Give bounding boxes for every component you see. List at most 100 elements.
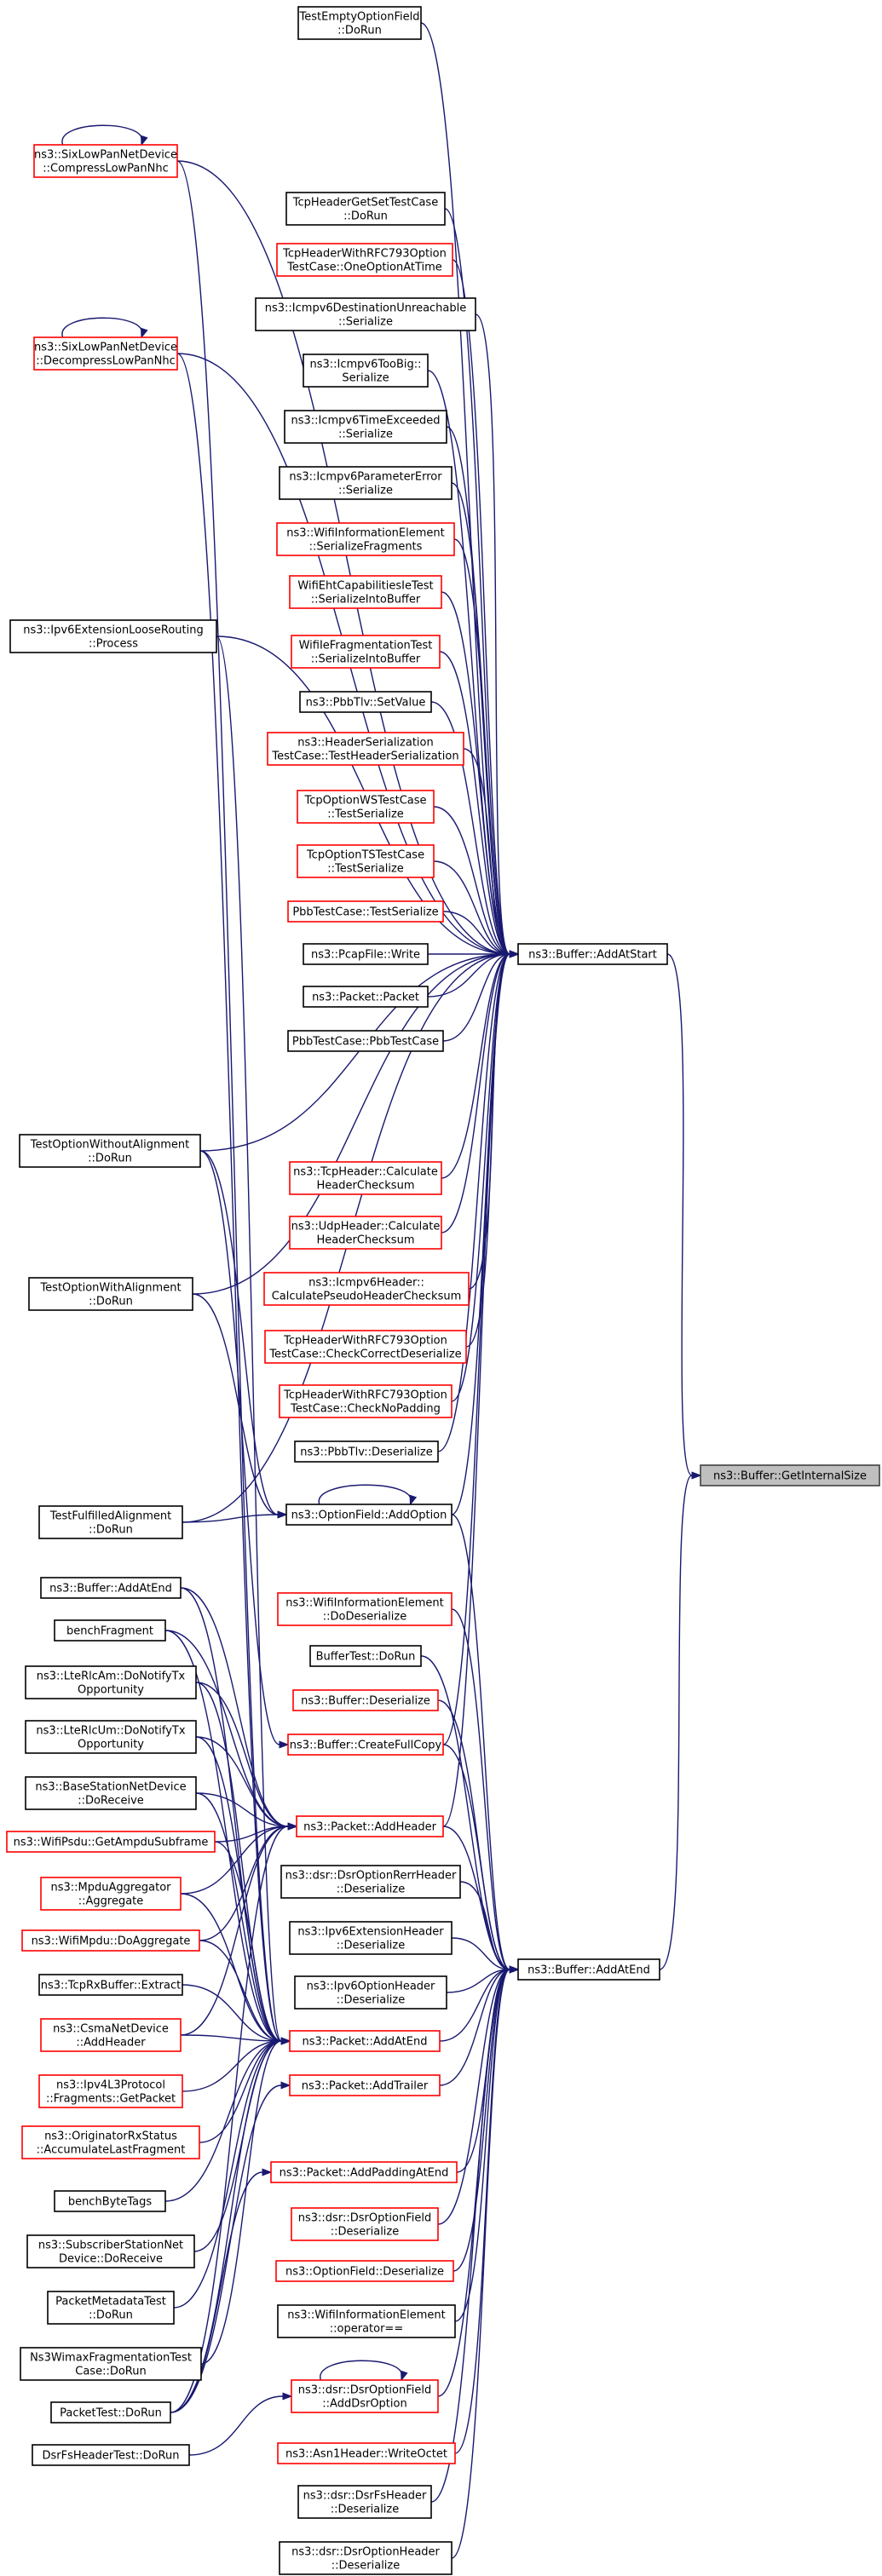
node-label: ns3::LteRlcUm::DoNotifyTx [36, 1725, 185, 1738]
node-dsroptionfield[interactable]: ns3::dsr::DsrOptionField::Deserialize [291, 2207, 439, 2241]
edge-line [214, 1841, 282, 2042]
node-box [38, 2074, 183, 2108]
node-dsrrerr[interactable]: ns3::dsr::DsrOptionRerrHeader::Deseriali… [280, 1865, 461, 1899]
edge-line [188, 2395, 284, 2456]
node-createfullcopy[interactable]: ns3::Buffer::CreateFullCopy [287, 1734, 444, 1756]
node-label: PbbTestCase::PbbTestCase [292, 1036, 439, 1049]
edge-line [164, 1630, 289, 1827]
node-label: TcpHeaderWithRFC793Option [282, 248, 447, 261]
node-tcprfconeoption[interactable]: TcpHeaderWithRFC793OptionTestCase::OneOp… [276, 243, 453, 277]
edge-line [195, 1792, 282, 2042]
node-ipv4l3[interactable]: ns3::Ipv4L3Protocol::Fragments::GetPacke… [38, 2074, 183, 2108]
node-pbbtestcase[interactable]: PbbTestCase::PbbTestCase [287, 1030, 444, 1052]
node-box [275, 2260, 454, 2282]
node-buffertestdorun[interactable]: BufferTest::DoRun [309, 1645, 422, 1667]
node-packetaddatend[interactable]: ns3::Packet::AddAtEnd [289, 2030, 441, 2052]
node-benchbytetags[interactable]: benchByteTags [54, 2190, 166, 2212]
node-originator[interactable]: ns3::OriginatorRxStatus::AccumulateLastF… [21, 2125, 200, 2159]
node-testfulfilled[interactable]: TestFulfilledAlignment::DoRun [38, 1505, 183, 1539]
node-label: Opportunity [78, 1739, 144, 1751]
node-asn1write[interactable]: ns3::Asn1Header::WriteOctet [277, 2442, 456, 2464]
node-getinternalsize[interactable]: ns3::Buffer::GetInternalSize [700, 1464, 880, 1486]
node-dsrfsheadertest[interactable]: DsrFsHeaderTest::DoRun [32, 2444, 190, 2466]
node-dsradddsroption[interactable]: ns3::dsr::DsrOptionField::AddDsrOption [291, 2379, 439, 2413]
node-bufferdeser[interactable]: ns3::Buffer::Deserialize [292, 1689, 439, 1711]
node-dsroptionheader[interactable]: ns3::dsr::DsrOptionHeader::Deserialize [279, 2541, 453, 2575]
node-testemptyoption[interactable]: TestEmptyOptionField::DoRun [297, 6, 422, 40]
node-optionfielddeser[interactable]: ns3::OptionField::Deserialize [275, 2260, 454, 2282]
node-optionaddoption[interactable]: ns3::OptionField::AddOption [285, 1504, 453, 1526]
node-packetaddheader[interactable]: ns3::Packet::AddHeader [296, 1815, 444, 1837]
node-box [19, 1134, 201, 1168]
node-benchfragment[interactable]: benchFragment [54, 1619, 166, 1642]
node-ipv6extloose[interactable]: ns3::Ipv6ExtensionLooseRouting::Process [9, 619, 217, 653]
node-box [28, 1277, 193, 1311]
node-icmpv6pseudo[interactable]: ns3::Icmpv6Header::CalculatePseudoHeader… [263, 1272, 470, 1306]
node-pcapwrite[interactable]: ns3::PcapFile::Write [303, 943, 429, 965]
node-bufferaddatend_caller[interactable]: ns3::Buffer::AddAtEnd [40, 1577, 182, 1599]
node-label: ::Fragments::GetPacket [46, 2093, 176, 2106]
node-basestation[interactable]: ns3::BaseStationNetDevice::DoReceive [25, 1776, 197, 1810]
node-csmaaddheader[interactable]: ns3::CsmaNetDevice::AddHeader [40, 2018, 182, 2052]
node-wifiinfoserfrag[interactable]: ns3::WifiInformationElement::SerializeFr… [276, 522, 455, 556]
node-tcprfcnopad[interactable]: TcpHeaderWithRFC793OptionTestCase::Check… [279, 1384, 453, 1418]
node-dsrfsheader[interactable]: ns3::dsr::DsrFsHeader::Deserialize [297, 2485, 432, 2519]
node-pbbtlvdeser[interactable]: ns3::PbbTlv::Deserialize [294, 1440, 439, 1463]
node-wifiinfodeser[interactable]: ns3::WifiInformationElement::DoDeseriali… [277, 1592, 453, 1626]
edge-line [195, 1736, 282, 2042]
edge-line [463, 748, 510, 955]
edge-line [430, 1969, 510, 2503]
edge-line [199, 1150, 279, 1515]
node-packettest[interactable]: PacketTest::DoRun [50, 2401, 171, 2424]
node-tcprfccorrect[interactable]: TcpHeaderWithRFC793OptionTestCase::Check… [264, 1330, 467, 1364]
node-wifimpdu[interactable]: ns3::WifiMpdu::DoAggregate [21, 1929, 200, 1952]
node-wifipsdu[interactable]: ns3::WifiPsdu::GetAmpduSubframe [6, 1831, 216, 1853]
node-tcprxextract[interactable]: ns3::TcpRxBuffer::Extract [38, 1974, 183, 1996]
node-headerserial[interactable]: ns3::HeaderSerializationTestCase::TestHe… [267, 732, 464, 766]
edge-packetaddatend-to-addatend [439, 1965, 520, 2042]
node-addatend[interactable]: ns3::Buffer::AddAtEnd [517, 1958, 660, 1981]
node-icmpv6toobig[interactable]: ns3::Icmpv6TooBig::Serialize [303, 354, 429, 388]
node-packetaddtrailer[interactable]: ns3::Packet::AddTrailer [289, 2074, 441, 2096]
node-ipv6optheader[interactable]: ns3::Ipv6OptionHeader::Deserialize [294, 1975, 447, 2010]
node-addatstart[interactable]: ns3::Buffer::AddAtStart [517, 943, 668, 965]
node-packetpacket[interactable]: ns3::Packet::Packet [303, 986, 429, 1008]
node-wifieht[interactable]: WifiEhtCapabilitiesIeTest::SerializeInto… [289, 575, 442, 609]
node-label: ::Serialize [338, 428, 393, 441]
node-testoptwithout[interactable]: TestOptionWithoutAlignment::DoRun [19, 1134, 201, 1168]
edge-line [451, 1608, 510, 1970]
node-label: TestCase::TestHeaderSerialization [271, 750, 458, 763]
node-ipv6extheader[interactable]: ns3::Ipv6ExtensionHeader::Deserialize [289, 1921, 453, 1955]
node-box [47, 2291, 175, 2325]
node-testoptwith[interactable]: TestOptionWithAlignment::DoRun [28, 1277, 193, 1311]
node-box [25, 1720, 197, 1754]
node-packetaddpadding[interactable]: ns3::Packet::AddPaddingAtEnd [270, 2161, 458, 2183]
node-icmpv6destunreach[interactable]: ns3::Icmpv6DestinationUnreachable::Seria… [255, 297, 476, 331]
node-icmpv6timeexceeded[interactable]: ns3::Icmpv6TimeExceeded::Serialize [284, 410, 447, 444]
node-tcpheadergetset[interactable]: TcpHeaderGetSetTestCase::DoRun [285, 192, 446, 226]
node-box [309, 1645, 422, 1667]
node-icmpv6paramerror[interactable]: ns3::Icmpv6ParameterError::Serialize [279, 466, 453, 500]
node-label: TestOptionWithAlignment [39, 1282, 181, 1295]
node-pbbtlvsetvalue[interactable]: ns3::PbbTlv::SetValue [299, 691, 432, 713]
node-mpduagg[interactable]: ns3::MpduAggregator::Aggregate [40, 1877, 182, 1911]
node-decompresslowpan[interactable]: ns3::SixLowPanNetDevice::DecompressLowPa… [33, 336, 178, 371]
node-wifiinfoeq[interactable]: ns3::WifiInformationElement::operator== [277, 2304, 456, 2338]
edge-addatend-to-getinternalsize [659, 1471, 702, 1970]
node-subscriber[interactable]: ns3::SubscriberStationNetDevice::DoRecei… [26, 2234, 195, 2268]
node-label: ::Aggregate [78, 1895, 144, 1908]
edge-arrowhead [279, 1740, 290, 1749]
node-tcpoptionws[interactable]: TcpOptionWSTestCase::TestSerialize [297, 790, 435, 824]
node-label: ns3::dsr::DsrFsHeader [303, 2490, 427, 2503]
node-packetmetadata[interactable]: PacketMetadataTest::DoRun [47, 2291, 175, 2325]
node-wifiiefrag[interactable]: WifiIeFragmentationTest::SerializeIntoBu… [291, 635, 441, 669]
node-pbbtestserialize[interactable]: PbbTestCase::TestSerialize [287, 900, 444, 923]
node-compresslowpan[interactable]: ns3::SixLowPanNetDevice::CompressLowPanN… [33, 144, 178, 178]
node-tcpoptionts[interactable]: TcpOptionTSTestCase::TestSerialize [297, 844, 435, 878]
node-box [297, 844, 435, 878]
